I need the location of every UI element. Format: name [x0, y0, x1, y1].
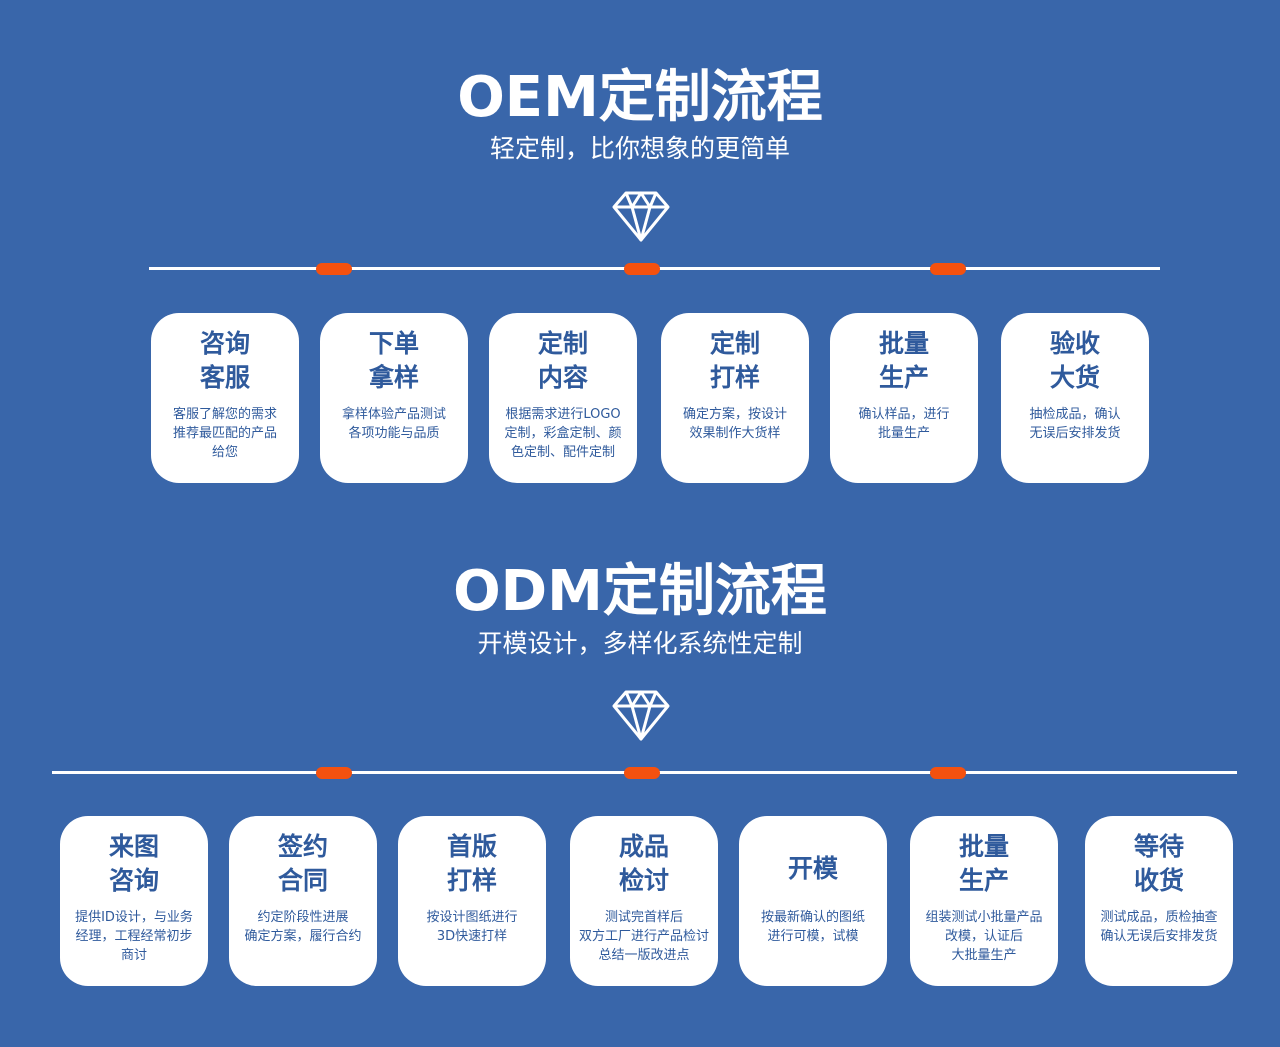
oem-timeline-marker — [624, 263, 660, 275]
step-description: 测试完首样后双方工厂进行产品检讨总结一版改进点 — [578, 910, 709, 963]
step-description: 确认样品，进行批量生产 — [858, 407, 950, 441]
step-heading: 咨询客服 — [199, 329, 250, 392]
step-heading: 批量生产 — [958, 832, 1009, 895]
oem-subtitle: 轻定制，比你想象的更简单 — [489, 134, 790, 163]
step-heading: 等待收货 — [1133, 832, 1184, 895]
diamond-icon — [612, 690, 670, 741]
oem-timeline-marker — [930, 263, 966, 275]
step-description: 客服了解您的需求推荐最匹配的产品给您 — [172, 407, 277, 460]
step-heading: 定制内容 — [537, 329, 588, 392]
step-heading: 成品检讨 — [618, 832, 669, 895]
step-heading: 批量生产 — [878, 329, 929, 392]
odm-title: ODM定制流程 — [453, 559, 827, 624]
odm-step-card: 签约合同 约定阶段性进展确定方案，履行合约 — [229, 816, 377, 986]
step-heading: 首版打样 — [446, 832, 497, 895]
step-heading: 验收大货 — [1049, 329, 1100, 392]
step-heading: 开模 — [787, 854, 838, 883]
odm-step-card: 等待收货 测试成品，质检抽查确认无误后安排发货 — [1085, 816, 1233, 986]
step-description: 测试成品，质检抽查确认无误后安排发货 — [1100, 910, 1218, 944]
diamond-icon — [612, 191, 670, 242]
odm-step-card: 成品检讨 测试完首样后双方工厂进行产品检讨总结一版改进点 — [570, 816, 718, 986]
step-heading: 签约合同 — [277, 832, 328, 895]
odm-step-card: 开模 按最新确认的图纸进行可模，试模 — [739, 816, 887, 986]
oem-step-card: 定制打样 确定方案，按设计效果制作大货样 — [661, 313, 809, 483]
odm-timeline-marker — [930, 767, 966, 779]
odm-step-card: 批量生产 组装测试小批量产品改模，认证后大批量生产 — [910, 816, 1058, 986]
odm-timeline-marker — [316, 767, 352, 779]
step-description: 拿样体验产品测试各项功能与品质 — [341, 407, 446, 441]
oem-timeline-marker — [316, 263, 352, 275]
oem-step-card: 下单拿样 拿样体验产品测试各项功能与品质 — [320, 313, 468, 483]
oem-title: OEM定制流程 — [457, 65, 823, 130]
odm-subtitle: 开模设计，多样化系统性定制 — [477, 629, 803, 658]
oem-step-card: 验收大货 抽检成品，确认无误后安排发货 — [1001, 313, 1149, 483]
step-description: 组装测试小批量产品改模，认证后大批量生产 — [925, 910, 1043, 963]
step-heading: 来图咨询 — [108, 832, 159, 895]
step-description: 抽检成品，确认无误后安排发货 — [1029, 407, 1121, 441]
step-description: 提供ID设计，与业务经理，工程经常初步商讨 — [75, 910, 193, 963]
oem-step-card: 批量生产 确认样品，进行批量生产 — [830, 313, 978, 483]
odm-step-card: 来图咨询 提供ID设计，与业务经理，工程经常初步商讨 — [60, 816, 208, 986]
step-heading: 下单拿样 — [368, 329, 419, 392]
step-description: 按最新确认的图纸进行可模，试模 — [760, 910, 865, 944]
oem-step-card: 咨询客服 客服了解您的需求推荐最匹配的产品给您 — [151, 313, 299, 483]
step-description: 确定方案，按设计效果制作大货样 — [682, 407, 787, 441]
odm-timeline-marker — [624, 767, 660, 779]
step-heading: 定制打样 — [709, 329, 760, 392]
step-description: 约定阶段性进展确定方案，履行合约 — [244, 910, 362, 944]
